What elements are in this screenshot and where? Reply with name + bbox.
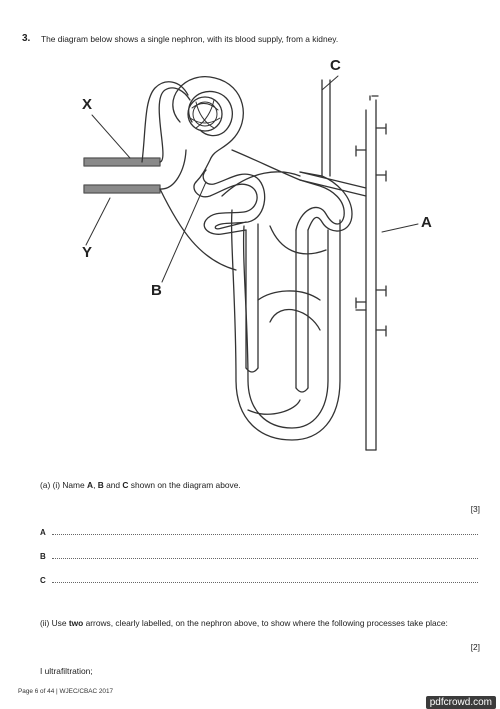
answer-line-c[interactable]: C — [40, 576, 478, 585]
part-a-i-sep2: and — [103, 480, 123, 490]
part-a-i-suffix: shown on the diagram above. — [128, 480, 241, 490]
page-footer: Page 6 of 44 | WJEC/CBAC 2017 — [18, 688, 114, 695]
answer-dots — [51, 552, 478, 559]
vessel-y — [83, 184, 161, 194]
part-a-i-bold-b: B — [97, 480, 104, 490]
glomerulus — [187, 96, 223, 132]
proximal-tubule — [193, 181, 258, 235]
part-a-i-sep1: , — [93, 480, 98, 490]
answer-dots — [51, 576, 478, 583]
part-a-ii-prefix: (ii) Use — [40, 618, 69, 628]
vessel-x — [83, 157, 161, 167]
answer-letter: C — [40, 576, 46, 585]
label-a: A — [421, 214, 432, 231]
part-a-ii-marks: [2] — [470, 642, 480, 652]
part-a-ii-suffix: arrows, clearly labelled, on the nephron… — [83, 618, 448, 628]
part-a-i-prompt: (a) (i) Name A, B and C shown on the dia… — [40, 480, 241, 490]
bowmans-capsule — [172, 76, 244, 183]
part-a-ii-bold: two — [68, 618, 84, 628]
question-stem: The diagram below shows a single nephron… — [41, 34, 339, 44]
distal-tubule — [295, 179, 345, 231]
collecting-duct — [365, 99, 377, 451]
label-c: C — [330, 57, 341, 74]
answer-letter: B — [40, 552, 46, 561]
part-a-i-marks: [3] — [470, 504, 480, 514]
part-a-i-prefix: (a) (i) Name — [40, 480, 87, 490]
capillary-loop — [230, 209, 341, 441]
answer-line-b[interactable]: B — [40, 552, 478, 561]
answer-letter: A — [40, 528, 46, 537]
pdfcrowd-watermark[interactable]: pdfcrowd.com — [425, 696, 496, 709]
part-a-i-bold-a: A — [87, 480, 94, 490]
question-number: 3. — [22, 33, 31, 44]
answer-dots — [51, 528, 478, 535]
answer-line-a[interactable]: A — [40, 528, 478, 537]
loop-ascending — [295, 229, 309, 389]
part-a-ii-prompt: (ii) Use two arrows, clearly labelled, o… — [40, 618, 480, 628]
label-x: X — [82, 96, 93, 113]
label-y: Y — [82, 244, 93, 261]
part-a-ii-item1: I ultrafiltration; — [40, 666, 93, 676]
label-b: B — [151, 282, 162, 299]
part-a-i-bold-c: C — [122, 480, 129, 490]
